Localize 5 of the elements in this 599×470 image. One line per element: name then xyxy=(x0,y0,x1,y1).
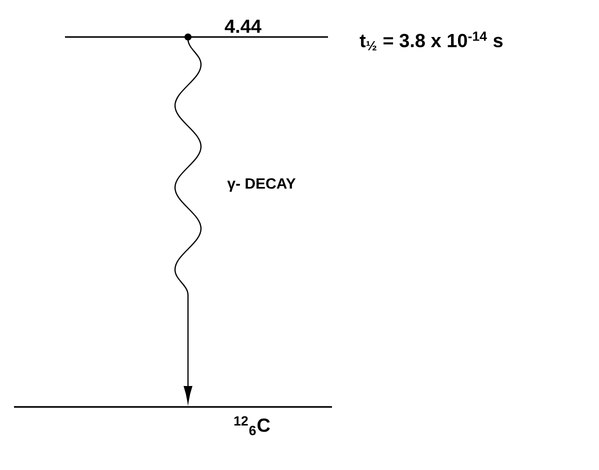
energy-level: 12$_{6}$C xyxy=(14,406,332,436)
edge-label: γ- DECAY xyxy=(226,177,297,193)
half-life-label: t$_{½}$ = 3.8 x 10$^{-14}$ s xyxy=(360,32,503,50)
energy-level: 4.44 xyxy=(65,20,328,38)
node-label: 12$_{6}$C xyxy=(234,416,270,436)
